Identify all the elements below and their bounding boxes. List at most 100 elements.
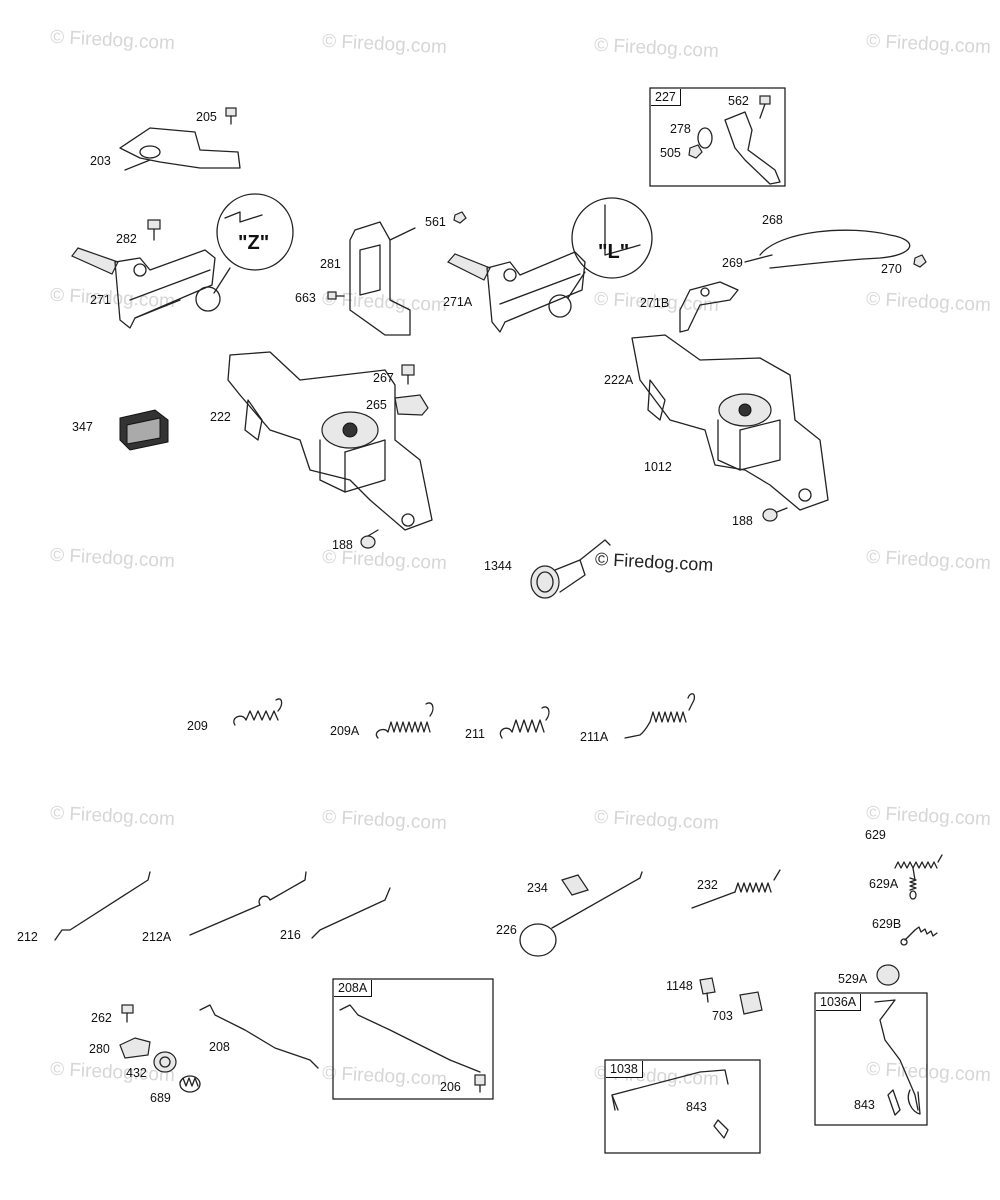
switch-347 — [119, 409, 169, 451]
part-label-347: 347 — [72, 420, 93, 434]
screw-205 — [225, 107, 237, 125]
screw-267 — [401, 364, 415, 385]
kit-label-1038: 1038 — [606, 1061, 643, 1078]
part-label-209: 209 — [187, 719, 208, 733]
part-label-211: 211 — [465, 727, 485, 741]
part-label-281: 281 — [320, 257, 341, 271]
governor-link-208A — [339, 1004, 481, 1073]
part-label-208: 208 — [209, 1040, 230, 1054]
cap-529A — [876, 964, 900, 986]
z-detail-callout — [195, 193, 294, 312]
governor-link-208 — [199, 1004, 319, 1069]
part-label-529A: 529A — [838, 972, 868, 986]
part-label-226: 226 — [496, 923, 517, 937]
l-callout-text: "L" — [598, 241, 630, 263]
part-label-206: 206 — [440, 1080, 461, 1094]
bracket-203 — [119, 127, 241, 171]
spring-689 — [179, 1075, 201, 1093]
part-label-271B: 271B — [640, 296, 670, 310]
clip-265 — [394, 394, 429, 416]
control-lever-271A — [447, 251, 586, 333]
part-label-280: 280 — [89, 1042, 110, 1056]
kit-box-227 — [649, 87, 786, 187]
part-label-562: 562 — [728, 94, 749, 108]
control-bracket-222A — [631, 334, 829, 511]
part-label-629: 629 — [865, 828, 886, 842]
kit-label-227: 227 — [651, 89, 681, 106]
kit-box-208A — [332, 978, 494, 1100]
clip-843a — [713, 1119, 729, 1139]
l-detail-callout — [548, 197, 653, 318]
cable-268 — [744, 229, 927, 269]
part-label-262: 262 — [91, 1011, 112, 1025]
part-label-269: 269 — [722, 256, 743, 270]
part-label-188: 188 — [732, 514, 753, 528]
screw-188a — [360, 529, 379, 549]
clip-843b — [887, 1089, 901, 1116]
kit-label-208A: 208A — [334, 980, 373, 997]
part-label-212A: 212A — [142, 930, 172, 944]
link-rod-212 — [54, 871, 151, 941]
spring-211 — [499, 706, 550, 739]
choke-knob-1344 — [530, 539, 611, 599]
part-label-629A: 629A — [869, 877, 899, 891]
spring-209A — [375, 702, 434, 739]
part-label-1012: 1012 — [644, 460, 672, 474]
fitting-1148 — [699, 977, 716, 1003]
bracket-281 — [349, 221, 416, 336]
clip-234 — [561, 874, 589, 896]
part-label-212: 212 — [17, 930, 38, 944]
part-label-282: 282 — [116, 232, 137, 246]
spring-232 — [691, 869, 781, 909]
spring-209 — [233, 698, 283, 726]
link-rod-212A — [189, 871, 307, 936]
part-label-211A: 211A — [580, 730, 609, 744]
part-label-222A: 222A — [604, 373, 634, 387]
part-label-689: 689 — [150, 1091, 171, 1105]
part-label-629B: 629B — [872, 917, 902, 931]
part-label-561: 561 — [425, 215, 446, 229]
z-callout-text: "Z" — [238, 232, 270, 254]
kit-box-1038 — [604, 1059, 761, 1154]
part-label-703: 703 — [712, 1009, 733, 1023]
part-label-271A: 271A — [443, 295, 473, 309]
kit-label-1036A: 1036A — [816, 994, 862, 1011]
part-label-843: 843 — [686, 1100, 707, 1114]
bushing-432 — [153, 1051, 177, 1073]
part-label-216: 216 — [280, 928, 301, 942]
part-label-209A: 209A — [330, 724, 360, 738]
part-label-505: 505 — [660, 146, 681, 160]
screw-262 — [121, 1004, 134, 1023]
part-label-843: 843 — [854, 1098, 875, 1112]
bracket-703 — [739, 991, 763, 1015]
link-rod-216 — [311, 887, 391, 939]
part-label-278: 278 — [670, 122, 691, 136]
governor-rod-226 — [519, 871, 643, 957]
part-label-271: 271 — [90, 293, 111, 307]
spring-211A — [624, 693, 696, 739]
part-label-1344: 1344 — [484, 559, 512, 573]
part-label-234: 234 — [527, 881, 548, 895]
part-label-205: 205 — [196, 110, 217, 124]
part-label-232: 232 — [697, 878, 718, 892]
screw-206 — [474, 1074, 486, 1093]
part-label-188: 188 — [332, 538, 353, 552]
bracket-280 — [119, 1037, 151, 1059]
part-label-663: 663 — [295, 291, 316, 305]
part-label-222: 222 — [210, 410, 231, 424]
part-label-1148: 1148 — [666, 979, 693, 993]
kit-box-1036A — [814, 992, 928, 1126]
control-lever-271 — [71, 247, 216, 329]
rod-assembly-1038 — [611, 1069, 729, 1111]
part-label-265: 265 — [366, 398, 387, 412]
rod-assembly-1036A — [874, 999, 921, 1115]
control-bracket-222 — [227, 351, 433, 531]
spring-629 — [894, 854, 943, 869]
lever-assembly-227 — [688, 95, 781, 185]
spring-629A — [909, 867, 917, 900]
lever-271B — [679, 281, 739, 333]
part-label-267: 267 — [373, 371, 394, 385]
spring-629B — [900, 926, 938, 946]
